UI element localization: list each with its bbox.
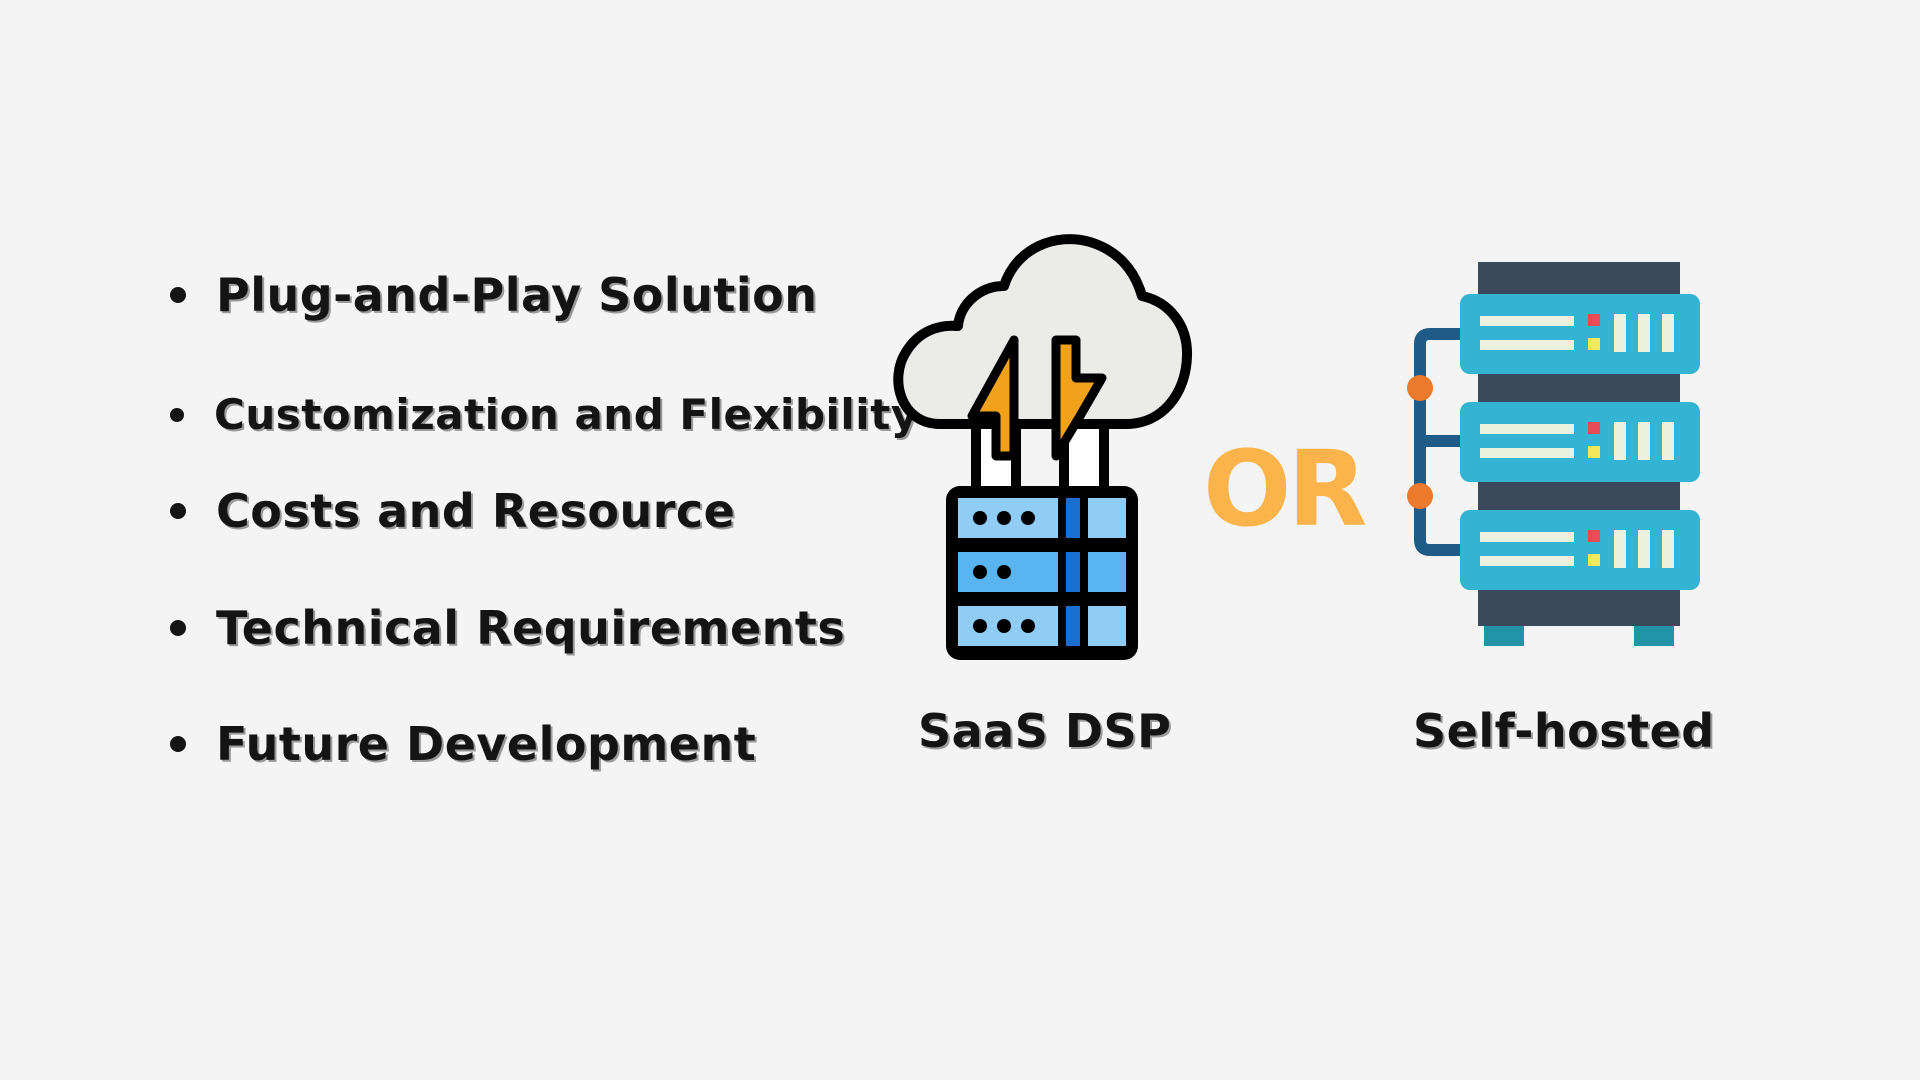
bullet-label: Plug-and-Play Solution xyxy=(216,268,818,322)
bullet-dot xyxy=(170,503,186,519)
bullet-dot xyxy=(170,620,186,636)
bullet-label: Technical Requirements xyxy=(216,601,846,655)
down-arrow xyxy=(1051,335,1107,461)
cloud-shape xyxy=(893,234,1193,429)
connector-dot-1 xyxy=(1407,375,1433,401)
rack-unit-1 xyxy=(1460,294,1700,374)
divider-fill xyxy=(1066,498,1080,646)
bullet-label: Customization and Flexibility xyxy=(214,390,919,439)
divider-b xyxy=(1080,498,1088,646)
bullet-item-costs: Costs and Resource xyxy=(170,484,735,538)
or-separator: OR xyxy=(1203,428,1367,550)
row-sep-1 xyxy=(958,538,1126,552)
server-rack-icon xyxy=(1407,262,1700,646)
bullet-dot xyxy=(170,736,186,752)
bullet-label: Future Development xyxy=(216,717,757,771)
bullet-item-technical: Technical Requirements xyxy=(170,601,845,655)
saas-caption: SaaS DSP xyxy=(918,704,1172,758)
rack-unit-3 xyxy=(1460,510,1700,590)
bullet-item-customization: Customization and Flexibility xyxy=(170,390,919,439)
rack-unit-2 xyxy=(1460,402,1700,482)
up-arrow xyxy=(967,335,1019,461)
connector-dot-2 xyxy=(1407,483,1433,509)
row-sep-2 xyxy=(958,592,1126,606)
bullet-dot xyxy=(170,287,186,303)
self-hosted-caption: Self-hosted xyxy=(1413,704,1715,758)
bullet-item-future: Future Development xyxy=(170,717,756,771)
bullet-dot xyxy=(170,407,184,422)
bullet-item-plug-and-play: Plug-and-Play Solution xyxy=(170,268,818,322)
divider-a xyxy=(1058,498,1066,646)
cloud-server-icon xyxy=(893,234,1193,660)
bullet-label: Costs and Resource xyxy=(216,484,736,538)
